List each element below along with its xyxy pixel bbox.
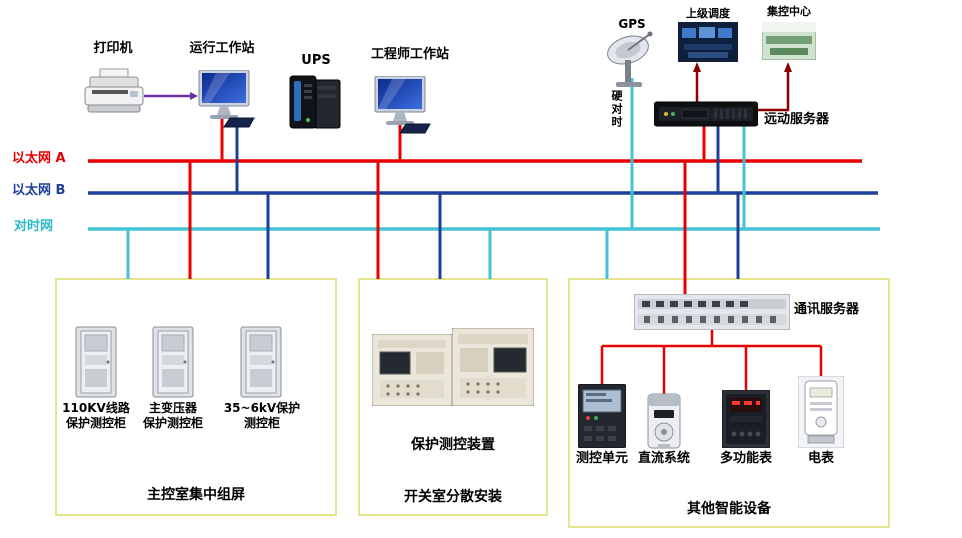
smart-device-label: 测控单元 (575, 451, 629, 466)
ethernet-a-label: 以太网 A (12, 151, 66, 166)
cabinet-icon (240, 326, 282, 398)
smart-device-label: 电表 (807, 451, 835, 466)
ups-tower-icon (286, 74, 344, 130)
smart-device-label: 多功能表 (719, 451, 773, 466)
printer-label: 打印机 (93, 41, 133, 56)
dispatch-label: 上级调度 (686, 7, 730, 20)
protection-relay-icon (372, 334, 452, 406)
cabinet-icon (152, 326, 194, 398)
ups-label: UPS (301, 53, 331, 68)
measure-control-unit-icon (578, 384, 626, 448)
printer-icon (82, 68, 146, 116)
dc-meter-icon (646, 392, 682, 450)
rack-server-icon (654, 100, 758, 128)
energy-meter-icon (798, 376, 844, 448)
control-center-photo (762, 22, 816, 60)
engineer-workstation-label: 工程师工作站 (370, 47, 450, 62)
cabinet-label-line1: 35~6kV保护 (223, 401, 301, 415)
telecontrol-server-label: 远动服务器 (764, 112, 830, 127)
cabinet-label-line2: 测控柜 (243, 416, 281, 430)
zone-title-smart-devices: 其他智能设备 (687, 501, 771, 517)
hard-time-sync-label: 硬对时 (610, 90, 623, 129)
control-room-photo (678, 22, 738, 62)
gps-label: GPS (618, 17, 646, 31)
ethernet-b-label: 以太网 B (12, 183, 66, 198)
time-sync-net-label: 对时网 (14, 219, 54, 234)
operator-workstation-icon (196, 70, 256, 128)
protection-relay-icon (452, 328, 534, 406)
satellite-dish-icon (604, 30, 658, 88)
zone-title-main-control-room: 主控室集中组屏 (147, 487, 245, 503)
protection-device-label: 保护测控装置 (411, 437, 495, 453)
operator-workstation-label: 运行工作站 (189, 41, 255, 56)
cabinet-label-line1: 110KV线路 (62, 401, 130, 415)
control-center-label: 集控中心 (767, 5, 811, 18)
engineer-workstation-icon (372, 76, 432, 134)
comm-rack-icon (634, 294, 790, 330)
cabinet-label-line2: 保护测控柜 (142, 416, 204, 430)
cabinet-label-line2: 保护测控柜 (65, 416, 127, 430)
cabinet-label-line1: 主变压器 (148, 401, 198, 415)
smart-device-label: 直流系统 (637, 451, 691, 466)
cabinet-icon (75, 326, 117, 398)
multifunction-meter-icon (722, 390, 770, 448)
comm-server-label: 通讯服务器 (794, 302, 860, 317)
zone-title-switch-room: 开关室分散安装 (404, 489, 502, 505)
